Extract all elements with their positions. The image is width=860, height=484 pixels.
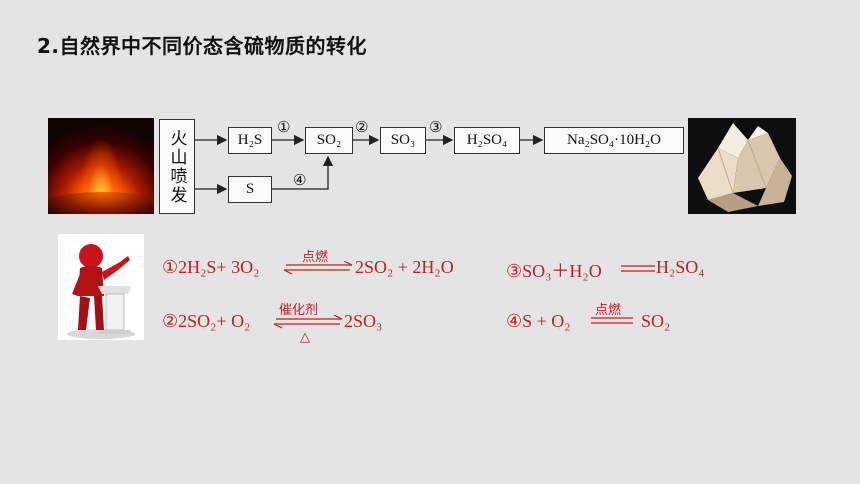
na2so4-box: Na₂SO₄·10H₂O [544, 127, 684, 154]
crystal-image [688, 118, 796, 214]
reversible-arrow [273, 315, 343, 329]
so3-box: SO₃ [380, 127, 426, 154]
equation-3-reactants: ③SO₃＋H₂O [506, 261, 602, 281]
reversible-arrow [283, 261, 353, 275]
so2-box: SO₂ [305, 127, 353, 154]
volcano-image [48, 118, 154, 214]
h2so4-box: H₂SO₄ [454, 127, 520, 154]
step-4-label: ④ [293, 171, 307, 189]
equation-1-products: 2SO₂ + 2H₂O [355, 257, 454, 277]
equation-1-reactants: ①2H₂S+ 3O₂ [162, 257, 260, 277]
equals-sign [621, 265, 655, 272]
equals-sign [591, 317, 633, 324]
speaker-illustration [58, 234, 144, 340]
equation-4-condition: 点燃 [595, 303, 622, 318]
equation-2-heat: △ [300, 330, 310, 345]
page-title: 2.自然界中不同价态含硫物质的转化 [37, 34, 368, 58]
equation-2-products: 2SO₃ [344, 311, 383, 331]
h2s-box: H₂S [228, 127, 272, 154]
step-2-label: ② [355, 118, 369, 136]
volcano-eruption-box: 火山喷发 [159, 119, 195, 214]
equation-4-products: SO₂ [641, 311, 671, 331]
step-3-label: ③ [429, 118, 443, 136]
s-box: S [228, 176, 272, 203]
equation-2-catalyst: 催化剂 [279, 303, 319, 318]
equation-4-reactants: ④S + O₂ [506, 311, 571, 331]
equation-1-condition: 点燃 [302, 250, 329, 265]
step-1-label: ① [277, 118, 291, 136]
equation-2-reactants: ②2SO₂+ O₂ [162, 311, 251, 331]
equation-3-products: H₂SO₄ [656, 257, 705, 277]
